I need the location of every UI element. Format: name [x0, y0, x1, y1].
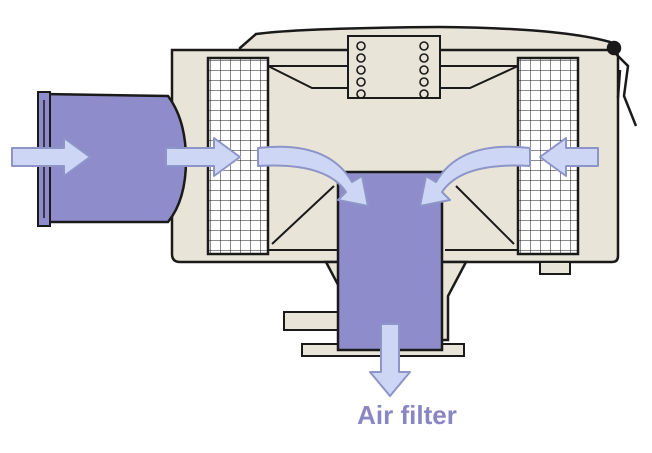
diagram-caption: Air filter [357, 400, 457, 430]
arrow-right-curve [419, 145, 531, 207]
arrow-left-curve [257, 145, 369, 207]
internal-braces [268, 185, 518, 251]
airflow-arrows [11, 137, 599, 397]
bottom-mount-right [539, 261, 571, 275]
side-bracket [283, 311, 341, 331]
arrow-outlet-down [369, 323, 411, 397]
arrow-right-inlet [539, 137, 599, 177]
perforation-holes [356, 41, 429, 99]
latch-clip [606, 40, 638, 127]
arrow-inlet-outside [11, 137, 91, 177]
arrow-inlet-inside [165, 137, 241, 177]
